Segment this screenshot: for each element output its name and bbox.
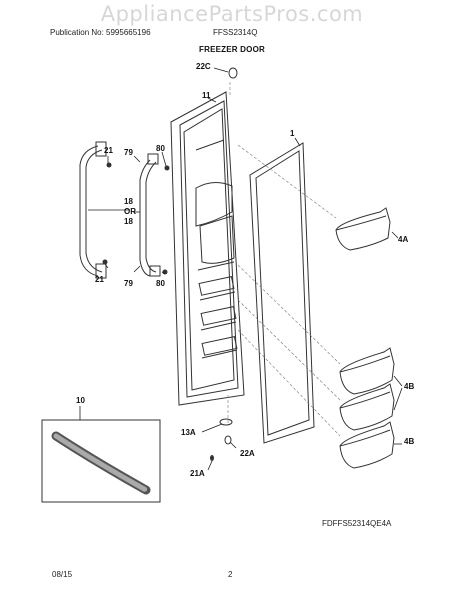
door-bin-4b-2: [339, 383, 395, 431]
watermark: AppliancePartsPros.com: [100, 2, 364, 26]
model-number: FFSS2314Q: [213, 28, 258, 37]
callout-79-bottom: 79: [124, 279, 133, 288]
door-handle-right: [139, 153, 161, 277]
publication-number: Publication No: 5995665196: [50, 28, 151, 37]
callout-80-top: 80: [156, 144, 165, 153]
page-number: 2: [228, 570, 233, 579]
page-title: FREEZER DOOR: [199, 45, 265, 54]
callout-21a: 21A: [190, 469, 205, 478]
callout-79-top: 79: [124, 148, 133, 157]
screw-icon: [102, 67, 238, 461]
callout-or: OR: [124, 207, 136, 216]
drawing-code: FDFFS52314QE4A: [322, 519, 392, 528]
leader-lines: [88, 67, 403, 471]
callout-80-bottom: 80: [156, 279, 165, 288]
door-bin-4b-3: [339, 421, 395, 469]
callout-10: 10: [76, 396, 85, 405]
door-bin-4a: [335, 207, 391, 251]
alignment-lines: [227, 82, 341, 437]
callout-4a: 4A: [398, 235, 408, 244]
callout-21-bottom: 21: [95, 275, 104, 284]
callout-4b-upper: 4B: [404, 382, 414, 391]
callout-11: 11: [202, 91, 211, 100]
part-10-tube: [41, 406, 161, 503]
footer-date: 08/15: [52, 570, 73, 579]
door-bin-4b-1: [339, 347, 395, 395]
callout-4b-lower: 4B: [404, 437, 414, 446]
callout-13a: 13A: [181, 428, 196, 437]
callout-22c: 22C: [196, 62, 211, 71]
door-handle-left: [79, 141, 107, 279]
callout-22a: 22A: [240, 449, 255, 458]
callout-21-top: 21: [104, 146, 113, 155]
callout-1: 1: [290, 129, 295, 138]
callout-18: 18: [124, 197, 133, 206]
freezer-door-panel: [170, 91, 245, 406]
door-gasket: [249, 142, 315, 444]
callout-18-alt: 18: [124, 217, 133, 226]
